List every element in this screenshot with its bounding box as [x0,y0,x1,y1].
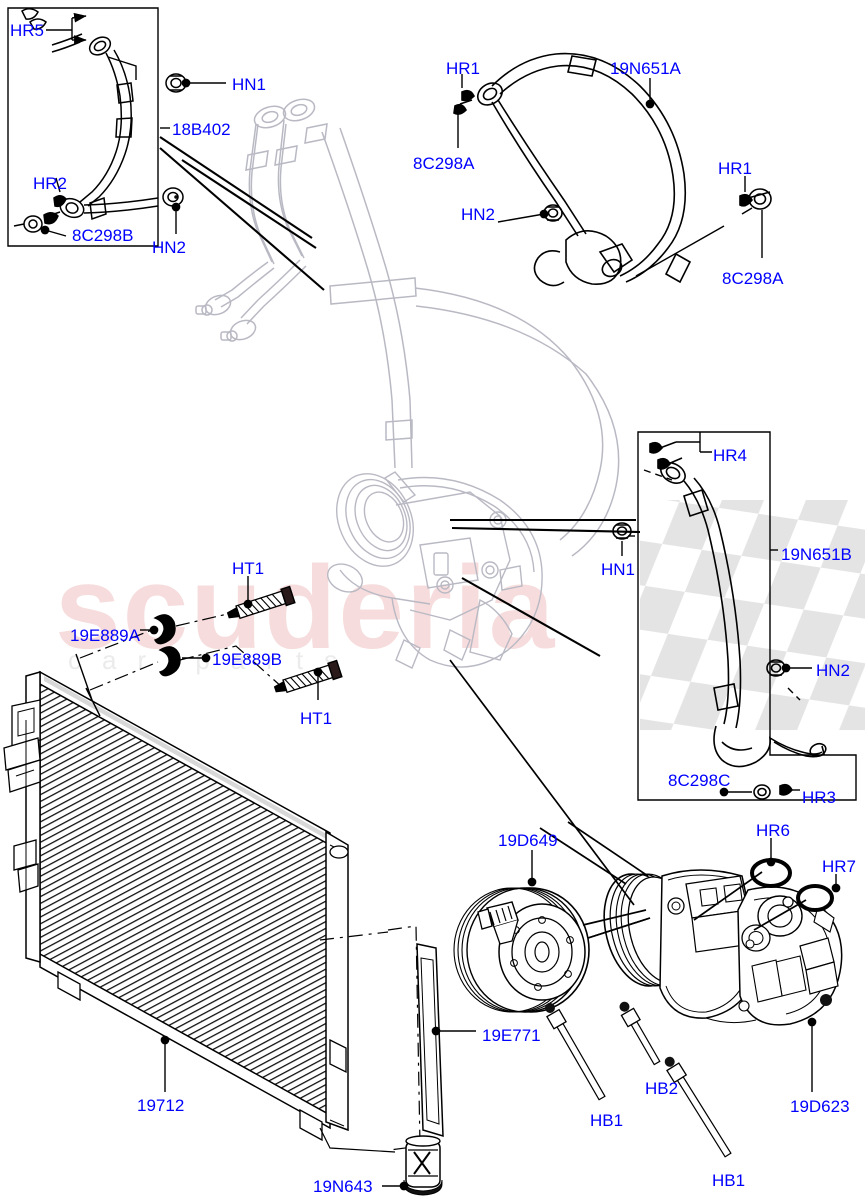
callout-HN2-box: HN2 [816,661,851,680]
part-19N651A-hose [453,52,772,287]
callout-19D623: 19D623 [790,1097,850,1116]
part-19N643-valve [403,1135,443,1196]
compressor-bolts [545,1001,732,1158]
callout-HB1-right: HB1 [712,1171,746,1190]
callout-HR5: HR5 [10,21,45,40]
part-19D623-compressor [603,869,843,1026]
watermark-checkered-flag [640,500,865,730]
callout-HR2: HR2 [33,174,68,193]
callout-HB2: HB2 [645,1079,679,1098]
compressor-leaders [527,838,841,1092]
inset-leaders [40,12,226,237]
callout-19E889A: 19E889A [70,626,140,645]
part-19712-condenser [3,670,349,1142]
callout-19712: 19712 [137,1096,185,1115]
callout-HR6: HR6 [756,821,791,840]
callout-8C298A-left: 8C298A [413,154,475,173]
compressor-pointer-lines [449,659,807,939]
central-pump-assembly [327,471,543,669]
callout-8C298C: 8C298C [668,771,731,790]
part-19E771-seal [319,925,444,1153]
callout-8C298A-right: 8C298A [722,269,784,288]
condenser-leaders [140,576,323,1092]
callout-18B402: 18B402 [172,120,231,139]
19N651B-pointer-lines [450,518,641,657]
callout-19N643: 19N643 [313,1177,373,1196]
callout-HN2-inset: HN2 [152,238,187,257]
inset-box-19N651B [637,431,857,801]
callout-HR1-right: HR1 [718,159,753,178]
callout-19E889B: 19E889B [212,650,282,669]
part-18B402-hose [13,8,187,233]
inset-pointer-lines [159,136,325,291]
19N651B-leaders [621,432,812,797]
oring-seals-hr6-hr7 [750,858,834,912]
condenser-fittings [75,585,343,717]
part-19D649-clutch [453,887,590,1013]
part-19N651B-hose [612,441,827,800]
callout-19D649: 19D649 [498,831,558,850]
callout-HN1-box: HN1 [601,560,636,579]
callout-HT1-upper: HT1 [232,559,265,578]
callout-HN2-mid: HN2 [461,205,496,224]
callout-HR7: HR7 [822,857,857,876]
callout-HT1-lower: HT1 [300,709,333,728]
callout-HN1-top: HN1 [232,75,267,94]
callout-HB1-left: HB1 [590,1111,624,1130]
callout-19N651A: 19N651A [610,59,681,78]
callout-HR4: HR4 [713,446,748,465]
background-hose-group [195,98,620,557]
callout-HR3: HR3 [802,788,837,807]
callout-19N651B: 19N651B [781,545,852,564]
inset-box-18B402 [7,7,159,247]
callout-19E771: 19E771 [482,1026,541,1045]
callout-8C298B: 8C298B [72,226,134,245]
callout-HR1-left: HR1 [446,59,481,78]
19N651A-leaders [457,74,763,277]
